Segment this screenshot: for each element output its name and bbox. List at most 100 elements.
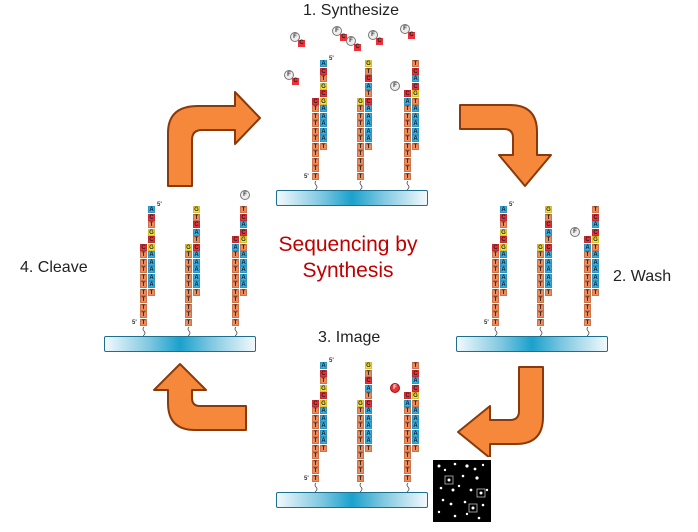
template-base: T: [148, 221, 155, 228]
template-base: A: [545, 258, 552, 266]
synthesized-base: T: [584, 258, 591, 266]
template-base: T: [412, 97, 419, 105]
synthesized-base: T: [492, 273, 499, 281]
template-base: A: [320, 105, 327, 112]
fluorophore-icon: F: [368, 30, 378, 40]
synthesized-base: T: [357, 437, 364, 444]
synthesized-base: T: [537, 281, 544, 288]
diagram-title: Sequencing by Synthesis: [278, 233, 418, 282]
synthesized-base: T: [140, 318, 147, 326]
template-base: A: [500, 251, 507, 258]
synthesized-base: T: [584, 288, 591, 296]
synthesized-base: T: [404, 437, 411, 444]
template-base: C: [240, 213, 247, 221]
arrow-cleave-to-synthesize: [167, 91, 261, 187]
synthesized-base: T: [185, 281, 192, 288]
synthesized-base: T: [232, 296, 239, 303]
template-base: T: [365, 142, 372, 150]
synthesized-base: T: [312, 135, 319, 142]
free-nucleotide: C: [298, 40, 305, 47]
template-base: T: [412, 399, 419, 407]
template-base: C: [412, 67, 419, 75]
template-base: A: [240, 258, 247, 266]
template-base: G: [412, 392, 419, 399]
synthesized-base: T: [584, 273, 591, 281]
template-base: A: [592, 281, 599, 288]
template-base: C: [545, 221, 552, 228]
template-base: A: [412, 135, 419, 142]
synthesized-base: T: [140, 281, 147, 288]
synthesized-base: C: [312, 399, 319, 407]
flow-cell-slide: [276, 189, 428, 206]
synthesized-base: C: [404, 392, 411, 399]
template-base: C: [545, 243, 552, 251]
template-base: A: [412, 120, 419, 127]
template-base: T: [365, 392, 372, 399]
synthesized-base: T: [404, 172, 411, 180]
synthesized-base: T: [232, 251, 239, 258]
template-base: A: [592, 273, 599, 281]
template-base: T: [545, 213, 552, 221]
template-base: A: [545, 281, 552, 288]
synthesized-base: T: [357, 105, 364, 112]
synthesized-base: T: [312, 437, 319, 444]
template-base: T: [240, 288, 247, 296]
synthesized-base: T: [357, 474, 364, 482]
synthesized-base: T: [404, 157, 411, 165]
synthesized-base: T: [232, 303, 239, 311]
template-base: A: [320, 135, 327, 142]
template-base: A: [500, 206, 507, 213]
synthesized-base: T: [357, 414, 364, 422]
synthesized-base: T: [185, 258, 192, 266]
synthesized-base: T: [357, 112, 364, 120]
synthesized-base: T: [537, 311, 544, 318]
template-base: C: [592, 228, 599, 236]
template-base: A: [240, 221, 247, 228]
template-base: C: [193, 243, 200, 251]
fluorophore-icon: F: [332, 26, 342, 36]
synthesized-base: T: [584, 318, 591, 326]
synthesized-base: T: [357, 150, 364, 157]
template-base: A: [365, 422, 372, 429]
template-base: T: [545, 288, 552, 296]
synthesized-base: T: [232, 266, 239, 273]
synthesized-base: T: [140, 258, 147, 266]
template-base: A: [545, 273, 552, 281]
template-base: G: [500, 228, 507, 236]
template-base: T: [365, 444, 372, 452]
template-base: G: [193, 206, 200, 213]
template-base: A: [193, 228, 200, 236]
synthesized-base: T: [492, 251, 499, 258]
template-base: T: [500, 288, 507, 296]
template-base: A: [320, 407, 327, 414]
fluorophore-icon: F: [390, 80, 400, 91]
synthesized-base: T: [312, 474, 319, 482]
template-base: A: [193, 251, 200, 258]
flow-cell-slide: [276, 491, 428, 508]
template-base: C: [592, 213, 599, 221]
template-base: A: [592, 266, 599, 273]
free-nucleotide: C: [340, 34, 347, 41]
synthesized-base: T: [537, 266, 544, 273]
template-base: C: [320, 90, 327, 97]
free-nucleotide: C: [408, 32, 415, 39]
synthesized-base: T: [312, 112, 319, 120]
synthesized-base: T: [492, 311, 499, 318]
flow-cell-slide: [104, 335, 256, 352]
template-base: C: [148, 213, 155, 221]
synthesized-base: T: [312, 467, 319, 474]
synthesized-base: T: [357, 157, 364, 165]
template-base: A: [592, 251, 599, 258]
synthesized-base: T: [312, 120, 319, 127]
synthesized-base: T: [404, 150, 411, 157]
fluorescence-image: [433, 460, 491, 522]
template-base: T: [320, 142, 327, 150]
template-base: A: [545, 266, 552, 273]
synthesized-base: T: [357, 407, 364, 414]
template-base: A: [148, 266, 155, 273]
template-base: A: [193, 266, 200, 273]
template-base: A: [240, 266, 247, 273]
synthesized-base: T: [312, 105, 319, 112]
